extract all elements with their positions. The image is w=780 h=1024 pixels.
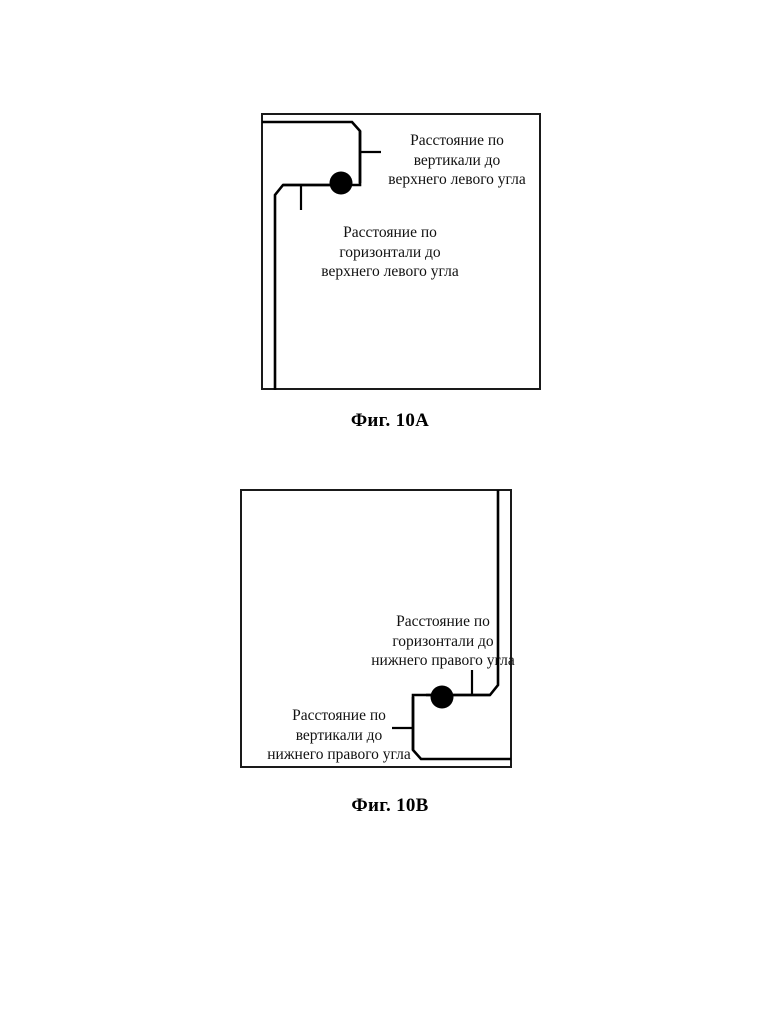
frame-rectangle [240,489,512,768]
caption-figure-10b: Фиг. 10B [351,795,429,816]
figure-10a [261,113,541,390]
figure-10b [240,489,512,768]
frame-rectangle [261,113,541,390]
label-10a-vertical-distance: Расстояние по вертикали до верхнего лево… [388,132,526,189]
caption-figure-10a: Фиг. 10A [350,410,430,431]
corner-marker-dot [430,685,454,709]
label-10b-vertical-distance: Расстояние по вертикали до нижнего право… [267,707,411,764]
figure-10a-drawing [261,113,541,390]
label-10a-horizontal-distance: Расстояние по горизонтали до верхнего ле… [321,224,459,281]
corner-marker-dot [329,171,353,195]
label-10b-horizontal-distance: Расстояние по горизонтали до нижнего пра… [371,613,515,670]
object-outline [411,490,511,761]
object-outline [262,120,362,390]
figure-10b-drawing [240,489,512,768]
